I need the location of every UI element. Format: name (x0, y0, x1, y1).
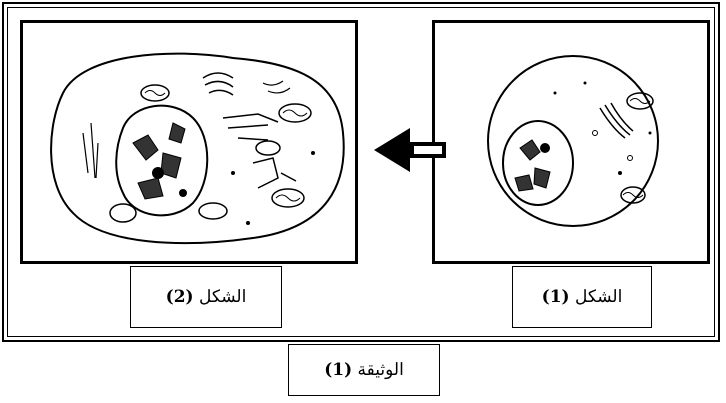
figure-1-panel (432, 20, 710, 264)
figure-2-cell-drawing (50, 52, 345, 245)
outer-frame (2, 2, 720, 342)
mitochondrion (278, 103, 312, 123)
figure-2-panel (20, 20, 358, 264)
figure-1-label-text: الشكل (575, 287, 623, 307)
figure-2-label: الشكل (2) (130, 266, 282, 328)
document-label-text: الوثيقة (357, 360, 404, 380)
mitochondrion (198, 202, 228, 220)
figure-1-label: الشكل (1) (512, 266, 652, 328)
mitochondrion (140, 84, 170, 102)
nucleus (502, 120, 574, 206)
mitochondrion (620, 186, 646, 204)
golgi (202, 72, 234, 96)
mitochondrion (626, 92, 654, 110)
document-label-number: (1) (324, 360, 353, 380)
mitochondrion (255, 140, 281, 156)
document-label: الوثيقة (1) (288, 344, 440, 396)
figure-1-label-number: (1) (541, 287, 570, 307)
golgi (599, 102, 634, 139)
mitochondrion (271, 188, 305, 208)
figure-2-label-number: (2) (165, 287, 194, 307)
cell-membrane (50, 52, 345, 245)
mitochondrion (109, 203, 137, 223)
endoplasmic-reticulum (222, 113, 279, 141)
cell-membrane (487, 55, 659, 227)
figure-2-label-text: الشكل (199, 287, 247, 307)
nucleus (115, 104, 209, 217)
figure-1-cell-drawing (487, 55, 659, 227)
